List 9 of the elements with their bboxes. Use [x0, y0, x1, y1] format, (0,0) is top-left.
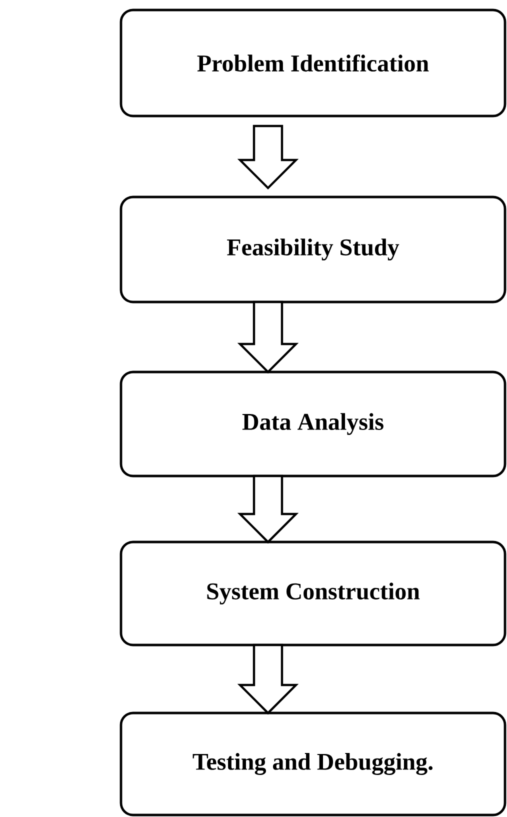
process-box: System Construction: [120, 540, 506, 646]
block-arrow: [237, 300, 299, 374]
process-box: Data Analysis: [120, 370, 506, 478]
block-arrow: [237, 474, 299, 544]
block-arrow: [237, 124, 299, 190]
block-arrow: [237, 644, 299, 715]
process-box: Testing and Debugging.: [120, 712, 506, 816]
process-box: Problem Identification: [120, 8, 506, 118]
process-box: Feasibility Study: [120, 196, 506, 304]
